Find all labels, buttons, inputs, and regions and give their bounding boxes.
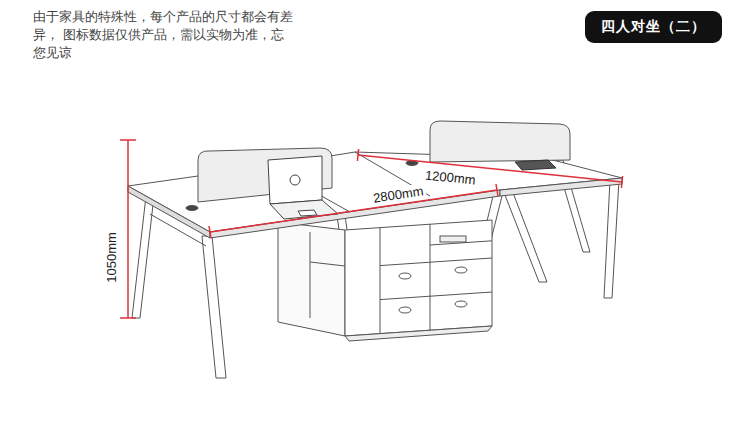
- dimension-tick: [621, 176, 622, 188]
- dimension-line: [210, 190, 497, 232]
- book: [440, 236, 466, 242]
- desk-leg: [202, 236, 226, 378]
- dimension-label: 1050mm: [103, 230, 118, 285]
- laptop-screen: [268, 156, 322, 204]
- cabinet-side: [278, 222, 345, 336]
- cabinet-line: [380, 228, 381, 334]
- drawer-handle: [455, 301, 467, 307]
- dimension-lines: [120, 140, 623, 318]
- dimension-tick: [357, 149, 358, 161]
- laptop: [268, 156, 338, 219]
- cabinet-base: [345, 326, 492, 341]
- dimension-line: [358, 155, 622, 182]
- drawer-line: [380, 292, 492, 300]
- cabinet-front: [345, 220, 492, 336]
- dimension-tick: [120, 139, 136, 141]
- cabinet-line: [310, 262, 345, 266]
- laptop-logo: [290, 175, 300, 185]
- desk-leg: [503, 190, 547, 282]
- dimension-line: [127, 140, 129, 318]
- drawer-handle: [399, 307, 411, 313]
- note-text: 由于家具的特殊性，每个产品的尺寸都会有差异， 图标数据仅供产品，需以实物为准，忘…: [33, 8, 297, 62]
- title-text: 四人对坐（二）: [601, 18, 706, 36]
- dimension-tick: [120, 317, 136, 319]
- laptop-pad: [298, 210, 317, 216]
- cable-grommet: [186, 206, 198, 211]
- dimension-tick: [209, 226, 211, 238]
- title-badge: 四人对坐（二）: [585, 11, 722, 43]
- cabinet: [278, 220, 492, 341]
- desk-leg: [604, 180, 619, 298]
- drawer-handle: [455, 267, 467, 273]
- drawer-handle: [399, 273, 411, 279]
- cabinet-line: [310, 232, 311, 318]
- desk-edge: [210, 190, 500, 238]
- drawer-line: [380, 258, 492, 266]
- laptop-keyboard: [270, 200, 338, 219]
- dimension-tick: [496, 184, 498, 196]
- desk-phone: [515, 160, 556, 170]
- divider-screen: [430, 121, 570, 162]
- cabinet-line: [430, 224, 431, 330]
